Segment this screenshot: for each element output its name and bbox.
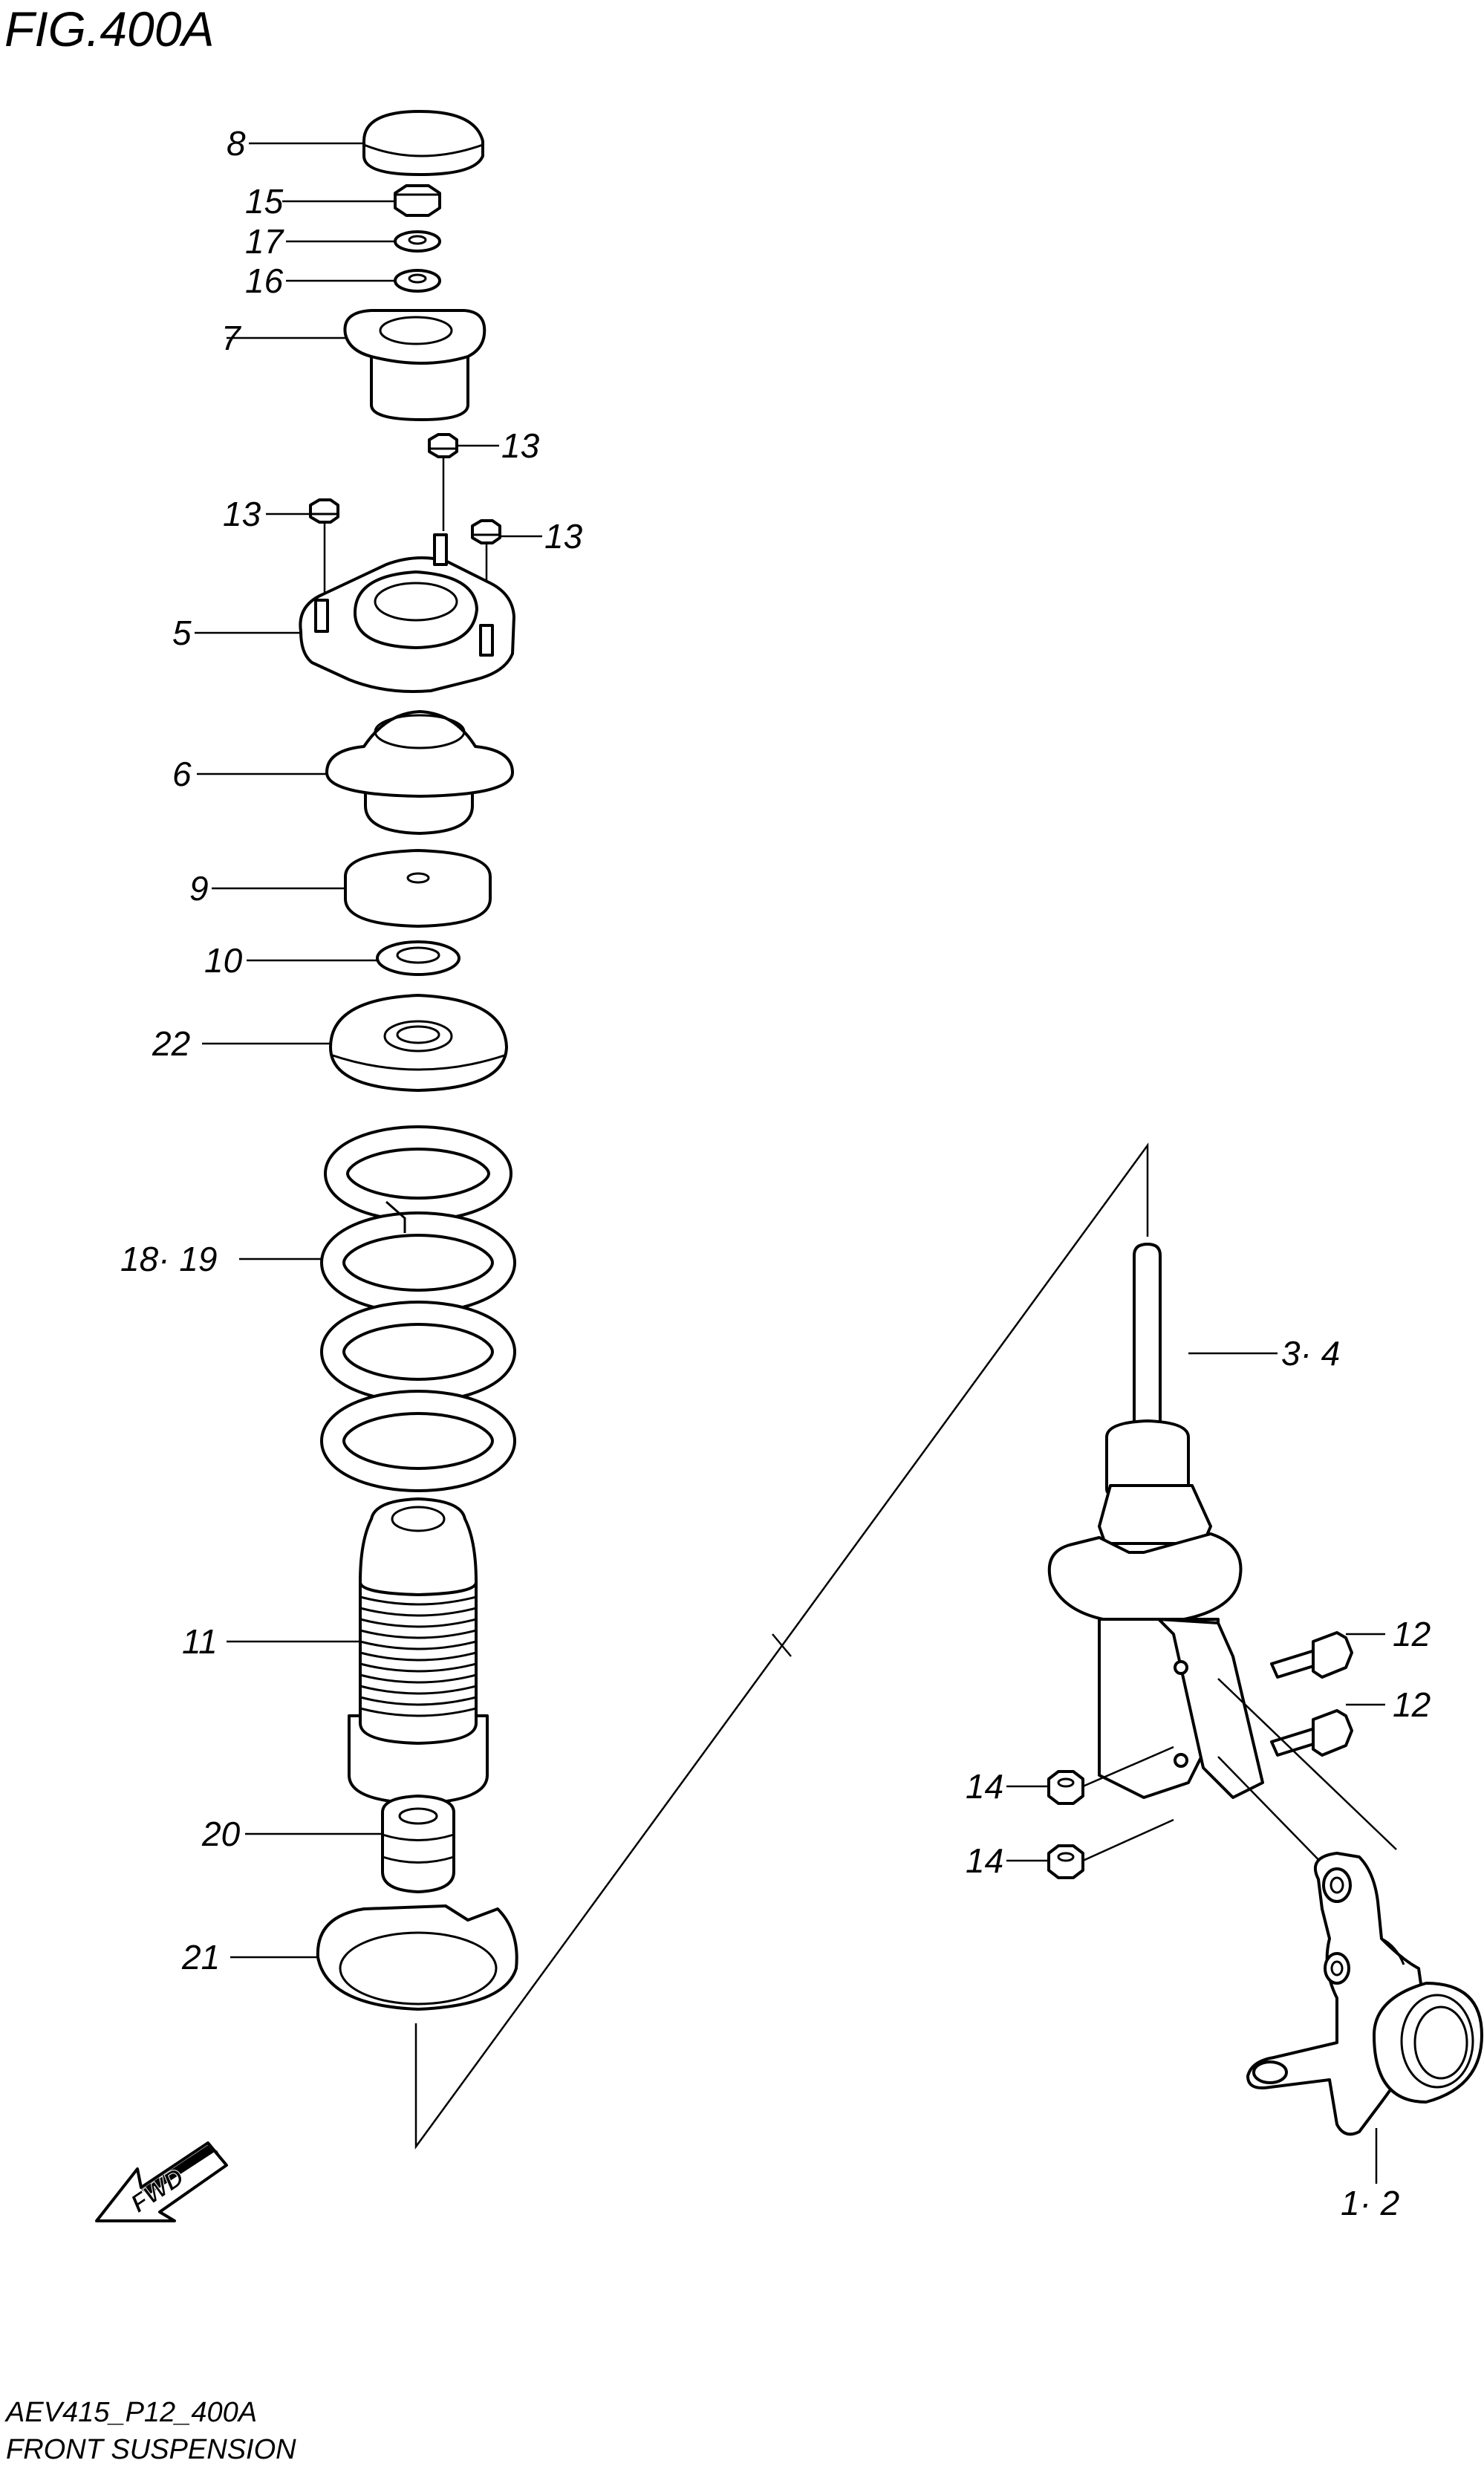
part-5-strut-mount — [299, 533, 515, 693]
part-22-spring-seat — [329, 994, 508, 1092]
callout-5: 5 — [172, 614, 192, 652]
part-13-nut-right — [471, 519, 501, 544]
callout-11: 11 — [182, 1622, 218, 1661]
part-10-bearing — [376, 940, 461, 976]
part-6-insulator — [325, 710, 514, 835]
part-14-nut-lower — [1047, 1844, 1084, 1879]
footer-section: FRONT SUSPENSION — [6, 2434, 296, 2465]
part-1-2-knuckle — [1246, 1852, 1483, 2136]
fwd-arrow-icon: FWD — [95, 2141, 228, 2222]
part-11-boot — [348, 1497, 489, 1805]
part-20-bump-stopper — [381, 1795, 455, 1893]
footer-code: AEV415_P12_400A — [4, 2397, 257, 2428]
part-12-bolt-upper — [1270, 1631, 1353, 1679]
part-12-bolt-lower — [1270, 1709, 1353, 1757]
part-16-washer — [394, 269, 441, 293]
assembly-guide-break — [772, 1633, 792, 1657]
callout-16: 16 — [245, 261, 284, 300]
callout-9: 9 — [189, 869, 209, 908]
part-7-stopper-cup — [343, 309, 486, 421]
part-14-nut-upper — [1047, 1770, 1084, 1805]
callout-8: 8 — [227, 124, 246, 163]
part-15-nut — [394, 184, 441, 217]
callout-14-lower: 14 — [966, 1841, 1003, 1880]
callout-1-2: 1· 2 — [1341, 2184, 1399, 2222]
callout-21: 21 — [181, 1938, 220, 1977]
callout-13-right: 13 — [544, 517, 583, 556]
callout-14-upper: 14 — [966, 1767, 1003, 1806]
callout-6: 6 — [172, 755, 192, 793]
callout-12-upper: 12 — [1393, 1615, 1431, 1653]
part-9-upper-seat — [344, 849, 492, 928]
callout-22: 22 — [152, 1024, 190, 1063]
nut-guide-lower — [1082, 1818, 1174, 1862]
callout-10: 10 — [204, 941, 243, 980]
callout-13-left: 13 — [223, 495, 261, 533]
part-8-cap — [362, 110, 484, 176]
figure-title: FIG.400A — [4, 1, 214, 56]
part-3-4-strut — [1047, 1243, 1264, 1799]
part-13-nut-left — [309, 498, 339, 524]
callout-7: 7 — [221, 319, 241, 357]
callout-17: 17 — [245, 222, 284, 261]
part-21-lower-seat — [316, 1904, 518, 2011]
part-17-washer — [394, 230, 441, 253]
nut-guide-upper — [1082, 1746, 1174, 1788]
callout-12-lower: 12 — [1393, 1685, 1431, 1724]
part-13-nut-top — [428, 433, 458, 458]
callout-13-top: 13 — [501, 426, 540, 465]
part-18-19-coil-spring — [320, 1125, 516, 1492]
callout-15: 15 — [245, 182, 284, 221]
callout-3-4: 3· 4 — [1281, 1334, 1340, 1373]
callout-18-19: 18· 19 — [120, 1240, 217, 1278]
callout-20: 20 — [201, 1815, 241, 1853]
bolt-guide-upper — [1217, 1678, 1397, 1850]
